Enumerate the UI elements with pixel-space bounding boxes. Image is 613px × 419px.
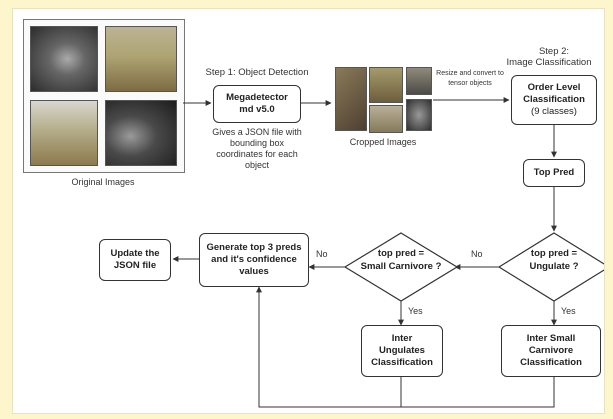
- edge-label-yes-ungulate: Yes: [561, 306, 576, 316]
- diamond-small-carnivore: [343, 232, 459, 302]
- decision-carnivore-line1: top pred =: [377, 248, 425, 259]
- order-level-classification-box: Order Level Classification (9 classes): [511, 75, 597, 125]
- megadetector-label: Megadetector: [226, 92, 288, 103]
- step2-title-line2: Image Classification: [506, 57, 592, 68]
- cropped-image-1: [335, 67, 367, 131]
- step1-title: Step 1: Object Detection: [205, 67, 309, 78]
- diamond-ungulate: [497, 232, 604, 302]
- order-level-line2: Classification: [523, 94, 585, 105]
- cropped-image-3: [406, 67, 432, 95]
- update-json-label: Update the JSON file: [110, 248, 160, 271]
- inter-ungulates-box: Inter Ungulates Classification: [361, 325, 443, 377]
- step1-description: Gives a JSON file with bounding box coor…: [212, 127, 302, 170]
- step2-title-line1: Step 2:: [538, 46, 570, 57]
- decision-ungulate-text: top pred = Ungulate ?: [509, 247, 599, 273]
- edge-label-no-ungulate: No: [471, 249, 483, 259]
- cropped-image-2: [369, 67, 403, 103]
- decision-ungulate-line1: top pred =: [530, 248, 578, 259]
- decision-carnivore-line2: Small Carnivore ?: [360, 261, 442, 272]
- megadetector-box: Megadetector md v5.0: [213, 85, 301, 123]
- edge-label-no-carnivore: No: [316, 249, 328, 259]
- generate-top3-label: Generate top 3 preds and it's confidence…: [206, 242, 302, 277]
- original-images-caption: Original Images: [71, 177, 135, 187]
- megadetector-version: md v5.0: [239, 104, 275, 115]
- generate-top3-box: Generate top 3 preds and it's confidence…: [199, 233, 309, 287]
- update-json-box: Update the JSON file: [99, 239, 171, 281]
- diagram-canvas: Original Images Step 1: Object Detection…: [12, 8, 605, 414]
- flow-connectors: [172, 97, 604, 408]
- top-pred-box: Top Pred: [523, 159, 585, 187]
- original-image-1: [30, 26, 98, 92]
- original-image-4: [105, 100, 177, 166]
- original-image-2: [105, 26, 177, 92]
- order-level-classes: (9 classes): [531, 106, 577, 117]
- edge-label-yes-carnivore: Yes: [408, 306, 423, 316]
- order-level-line1: Order Level: [527, 82, 581, 93]
- inter-small-carnivore-box: Inter Small Carnivore Classification: [501, 325, 601, 377]
- top-pred-label: Top Pred: [533, 167, 575, 178]
- decision-ungulate-line2: Ungulate ?: [529, 261, 579, 272]
- cropped-image-5: [406, 99, 432, 131]
- inter-ungulates-label: Inter Ungulates Classification: [371, 333, 433, 368]
- original-image-3: [30, 100, 98, 166]
- cropped-images-caption: Cropped Images: [349, 137, 417, 147]
- cropped-image-4: [369, 105, 403, 133]
- inter-small-carnivore-label: Inter Small Carnivore Classification: [520, 333, 582, 368]
- arrow-loopback: [256, 286, 555, 408]
- resize-note: Resize and convert to tensor objects: [436, 70, 504, 87]
- decision-carnivore-text: top pred = Small Carnivore ?: [353, 247, 449, 273]
